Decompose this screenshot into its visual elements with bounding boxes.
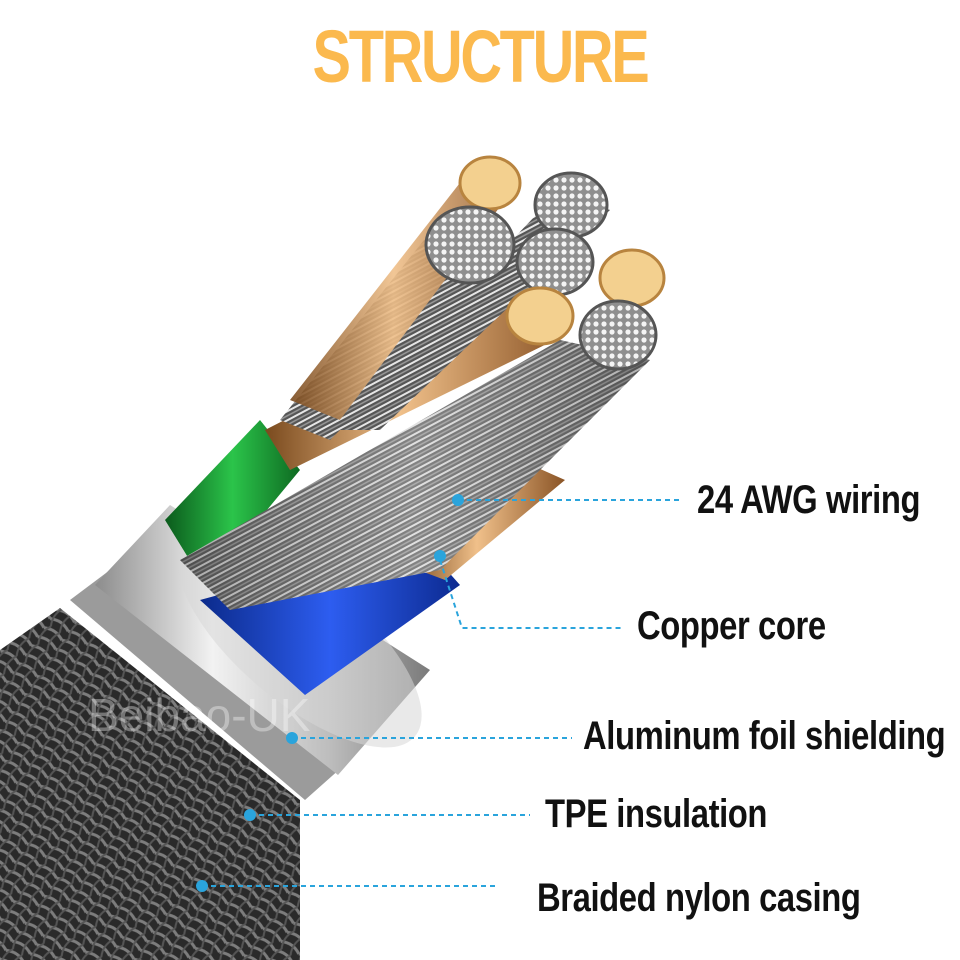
leader-dot-foil bbox=[286, 732, 298, 744]
copper-end-face bbox=[458, 155, 522, 211]
green-insulated-wire bbox=[165, 420, 300, 585]
label-aluminum-foil-shielding: Aluminum foil shielding bbox=[583, 714, 946, 758]
braided-casing bbox=[0, 608, 300, 960]
leader-dot-tpe bbox=[244, 809, 256, 821]
blue-insulated-wire bbox=[200, 540, 460, 695]
strand-end-face bbox=[578, 299, 658, 371]
copper-end-face bbox=[505, 286, 575, 346]
leader-line-copper bbox=[439, 559, 622, 629]
label-copper-core: Copper core bbox=[637, 604, 826, 648]
leader-dot-awg bbox=[452, 494, 464, 506]
tpe-insulation-band bbox=[70, 570, 350, 800]
watermark: Beibao-UK bbox=[88, 689, 311, 741]
page-title: STRUCTURE bbox=[312, 15, 650, 98]
strand-end-face bbox=[515, 227, 595, 297]
label-24-awg-wiring: 24 AWG wiring bbox=[697, 478, 921, 522]
leader-dots bbox=[196, 494, 464, 892]
label-tpe-insulation: TPE insulation bbox=[545, 792, 768, 836]
leader-dot-braid bbox=[196, 880, 208, 892]
label-braided-nylon-casing: Braided nylon casing bbox=[537, 876, 861, 920]
leader-lines bbox=[202, 499, 680, 887]
leader-dot-copper bbox=[434, 550, 446, 562]
strand-end-face bbox=[424, 205, 516, 285]
copper-end-face bbox=[598, 248, 666, 308]
strand-end-face bbox=[533, 171, 609, 239]
